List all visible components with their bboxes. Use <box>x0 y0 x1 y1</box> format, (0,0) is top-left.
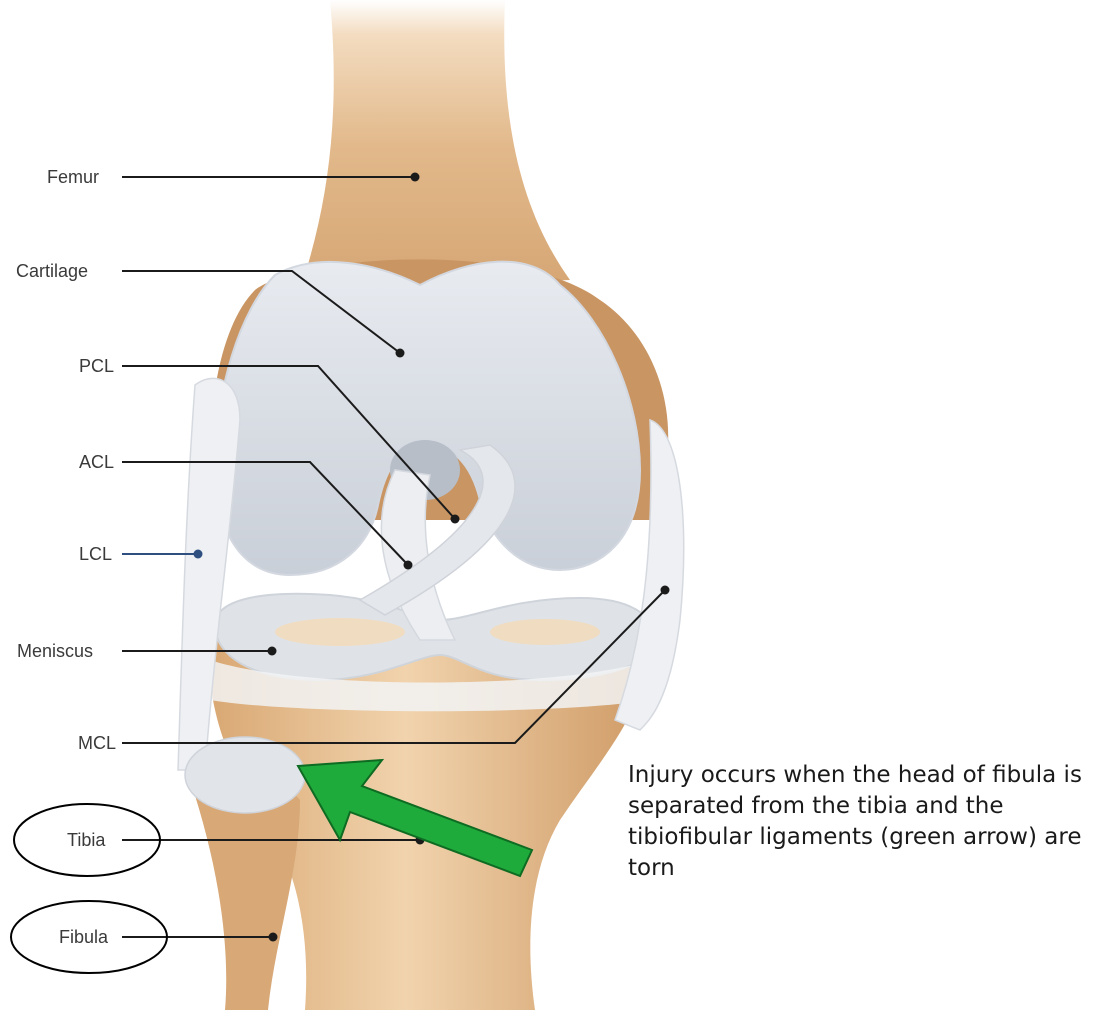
injury-caption: Injury occurs when the head of fibula is… <box>628 760 1108 884</box>
mcl-dot <box>661 586 670 595</box>
label-cartilage: Cartilage <box>16 262 88 280</box>
label-femur: Femur <box>47 168 99 186</box>
meniscus-dot <box>268 647 277 656</box>
pcl-dot <box>451 515 460 524</box>
label-tibia: Tibia <box>67 831 105 849</box>
label-meniscus: Meniscus <box>17 642 93 660</box>
cartilage-surface <box>215 262 640 575</box>
femur-dot <box>411 173 420 182</box>
cartilage-dot <box>396 349 405 358</box>
lcl-dot <box>194 550 203 559</box>
label-fibula: Fibula <box>59 928 108 946</box>
acl-dot <box>404 561 413 570</box>
label-acl: ACL <box>79 453 114 471</box>
tibiofibular-ligament <box>185 737 305 813</box>
label-mcl: MCL <box>78 734 116 752</box>
femur-bone <box>300 0 570 290</box>
fibula-dot <box>269 933 278 942</box>
label-lcl: LCL <box>79 545 112 563</box>
label-pcl: PCL <box>79 357 114 375</box>
